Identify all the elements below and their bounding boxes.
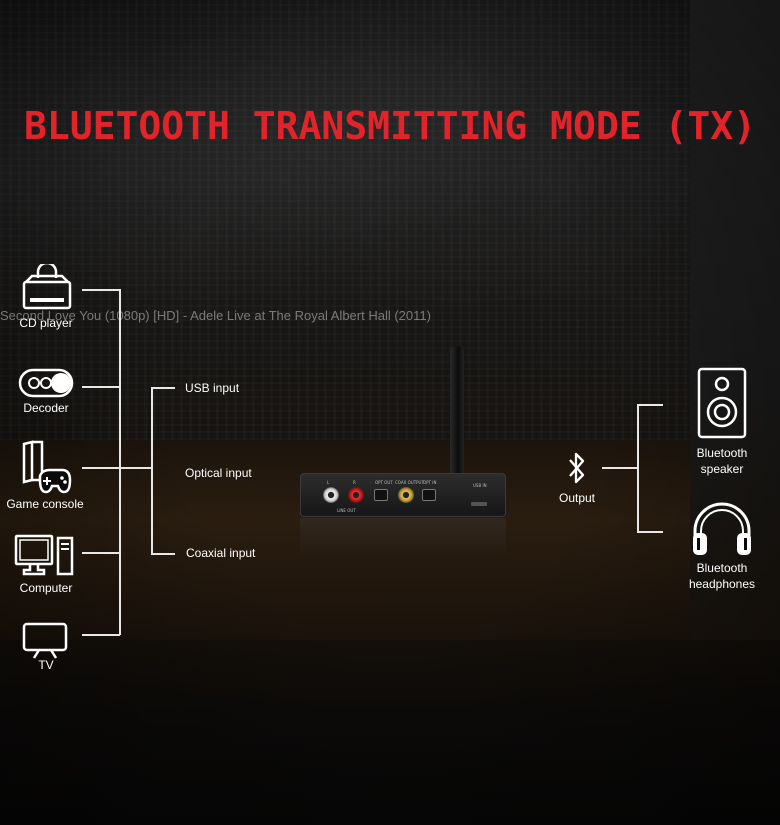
background-video-caption: Second Love You (1080p) [HD] - Adele Liv… xyxy=(0,308,431,323)
outputs-bracket xyxy=(637,404,639,532)
rca-left-port xyxy=(323,487,339,503)
decoder-icon xyxy=(18,368,74,398)
usb-in-port xyxy=(471,502,487,506)
tv-icon xyxy=(22,622,68,659)
bluetooth-icon xyxy=(569,452,585,484)
game-console-icon xyxy=(22,440,72,494)
port-label-opt-in: OPT IN xyxy=(423,480,437,485)
output-link xyxy=(602,467,638,469)
port-label-usb-in: USB IN xyxy=(473,483,487,488)
cd-player-icon xyxy=(22,264,72,310)
rca-right-port xyxy=(348,487,364,503)
speaker-icon xyxy=(697,367,747,439)
floor-shadow xyxy=(0,640,780,825)
connector-decoder xyxy=(82,386,120,388)
connector-coaxial-input xyxy=(151,553,175,555)
coaxial-output-port xyxy=(398,487,414,503)
connector-speaker xyxy=(637,404,663,406)
inputs-bracket xyxy=(151,387,153,554)
port-label-coax-output: COAX OUTPUT xyxy=(395,480,424,485)
connector-cd-player xyxy=(82,289,120,291)
output-headphones-label-line1: Bluetooth xyxy=(696,561,748,575)
computer-icon xyxy=(14,534,74,576)
source-label-tv: TV xyxy=(38,658,54,672)
wall-panel xyxy=(690,0,780,640)
port-label-opt-out: OPT OUT xyxy=(375,480,393,485)
sources-bracket xyxy=(119,289,121,635)
input-label-usb: USB input xyxy=(185,381,240,395)
source-label-computer: Computer xyxy=(19,581,73,595)
port-label-line-out: LINE OUT xyxy=(337,508,356,513)
concert-crowd-backdrop xyxy=(0,0,780,440)
headphones-icon xyxy=(693,502,751,555)
port-label-l: L xyxy=(327,480,330,485)
output-label: Output xyxy=(558,491,596,505)
output-headphones-label-line2: headphones xyxy=(688,577,756,591)
sources-to-inputs-link xyxy=(120,467,152,469)
output-speaker-label-line2: speaker xyxy=(700,462,744,476)
connector-computer xyxy=(82,552,120,554)
optical-out-port xyxy=(374,489,388,501)
source-label-cd-player: CD player xyxy=(19,316,73,330)
optical-in-port xyxy=(422,489,436,501)
connector-tv xyxy=(82,634,120,636)
connector-headphones xyxy=(637,531,663,533)
connector-game-console xyxy=(82,467,120,469)
input-label-coaxial: Coaxial input xyxy=(186,546,256,560)
port-label-r: R xyxy=(353,480,356,485)
device-antenna xyxy=(450,346,464,481)
connector-usb-input xyxy=(151,387,175,389)
source-label-decoder: Decoder xyxy=(23,401,69,415)
input-label-optical: Optical input xyxy=(185,466,252,480)
bluetooth-transmitter-device: L R OPT OUT COAX OUTPUT OPT IN USB IN LI… xyxy=(300,473,506,517)
source-label-game-console: Game console xyxy=(6,497,84,511)
page-title: BLUETOOTH TRANSMITTING MODE (TX) xyxy=(23,104,757,148)
output-speaker-label-line1: Bluetooth xyxy=(696,446,748,460)
